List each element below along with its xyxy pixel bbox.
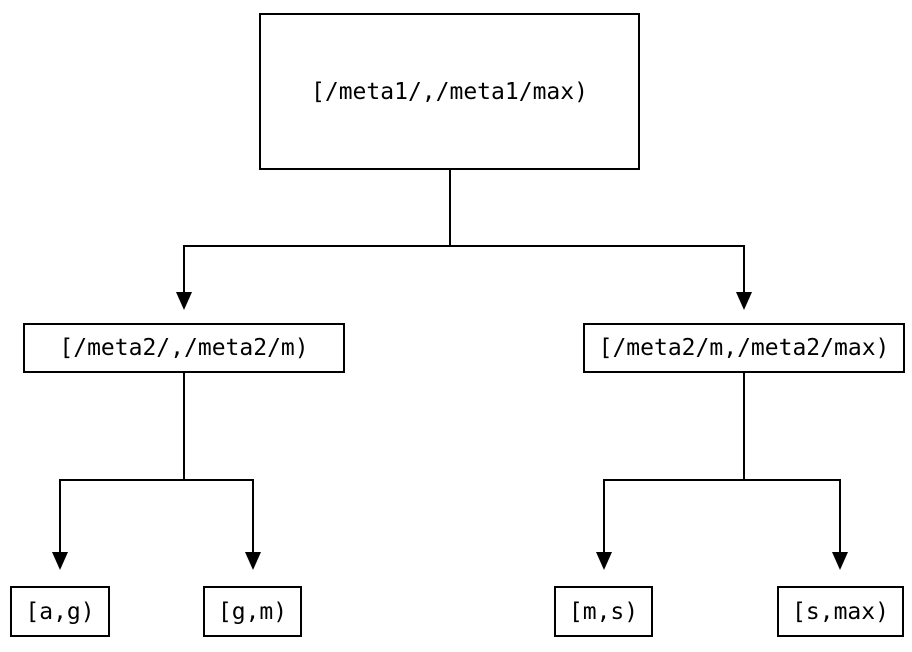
connector-right-to-children [596,373,848,570]
node-leaf-ms-label: [m,s) [568,598,639,625]
node-leaf-ag-label: [a,g) [25,598,95,625]
arrowhead-icon [596,552,612,570]
node-leaf-gm-label: [g,m) [217,598,288,625]
node-leaf-smax: [s,max) [777,586,904,637]
node-leaf-smax-label: [s,max) [792,598,889,625]
node-root: [/meta1/,/meta1/max) [259,13,640,170]
arrowhead-icon [176,292,192,310]
node-leaf-gm: [g,m) [203,586,302,637]
node-leaf-ag: [a,g) [10,586,110,637]
arrowhead-icon [736,292,752,310]
arrowhead-icon [245,552,261,570]
connector-root-to-children [176,170,752,310]
node-left-label: [/meta2/,/meta2/m) [59,335,309,361]
node-right-interval: [/meta2/m,/meta2/max) [583,323,905,373]
arrowhead-icon [52,552,68,570]
arrowhead-icon [832,552,848,570]
node-root-label: [/meta1/,/meta1/max) [311,78,588,105]
connector-left-to-children [52,373,261,570]
node-leaf-ms: [m,s) [554,586,653,637]
node-right-label: [/meta2/m,/meta2/max) [598,335,890,361]
node-left-interval: [/meta2/,/meta2/m) [23,323,345,373]
